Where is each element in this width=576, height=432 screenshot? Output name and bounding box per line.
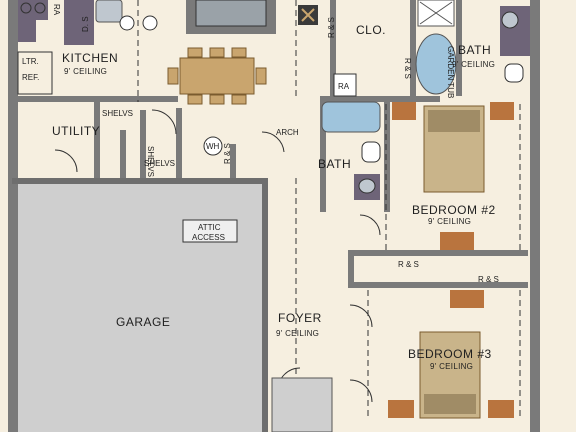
rs-label-vert-b: R & S xyxy=(327,17,336,38)
bedroom3-furniture xyxy=(388,290,514,419)
fireplace-hearth xyxy=(195,0,267,27)
hall-bath-fixtures xyxy=(321,101,381,200)
kitchen-ceiling-label: 9' CEILING xyxy=(64,67,107,76)
rs-label-vert-c: R & S xyxy=(403,58,412,79)
closet-label: CLO. xyxy=(356,23,386,37)
rs-label-b: R & S xyxy=(478,275,499,284)
master-bath-label: BATH xyxy=(458,43,491,57)
dashed-lines xyxy=(137,0,521,432)
bedroom2-ceiling-label: 9' CEILING xyxy=(428,217,471,226)
ra-label: RA xyxy=(338,82,350,91)
foyer-label: FOYER xyxy=(278,311,322,325)
sink xyxy=(95,0,123,23)
water-heater-label: WH xyxy=(206,142,220,151)
attic-access-box xyxy=(182,219,238,243)
closet-ra-box xyxy=(333,73,357,97)
interior-walls xyxy=(94,0,528,288)
attic-access-label-2: ACCESS xyxy=(192,233,225,242)
dishwasher-label: D. S xyxy=(81,16,90,32)
shelves-label-b: SHELVS xyxy=(146,146,155,177)
foyer-ceiling-label: 9' CEILING xyxy=(276,329,319,338)
foyer-entry xyxy=(271,377,333,432)
arch-label: ARCH xyxy=(276,128,299,137)
ltr-label: LTR. xyxy=(22,57,39,66)
stove-burner-icon xyxy=(20,2,32,14)
door-swings xyxy=(54,109,381,403)
barstool-icon xyxy=(142,15,158,31)
dining-set xyxy=(167,47,267,105)
ref-label: REF. xyxy=(22,73,39,82)
bedroom2-furniture xyxy=(392,102,514,250)
range-label: RA xyxy=(52,4,61,16)
vent-icon-mark xyxy=(301,8,315,22)
attic-access-label-1: ATTIC xyxy=(198,223,221,232)
stove-burner-icon xyxy=(34,2,46,14)
master-bath-fixtures xyxy=(415,0,530,95)
hall-bath-label: BATH xyxy=(318,157,351,171)
rs-label-vert-a: R & S xyxy=(223,143,232,164)
bedroom3-label: BEDROOM #3 xyxy=(408,347,492,361)
garage-label: GARAGE xyxy=(116,315,170,329)
garage-area xyxy=(12,178,268,432)
rs-label-a: R & S xyxy=(398,260,419,269)
kitchen-counters xyxy=(18,0,94,45)
utility-label: UTILITY xyxy=(52,124,100,138)
shelves-label-a: SHELVS xyxy=(102,109,133,118)
refrigerator xyxy=(17,51,53,95)
master-bath-ceiling-label: 9' CEILING xyxy=(452,60,495,69)
barstool-icon xyxy=(119,15,135,31)
kitchen-label: KITCHEN xyxy=(62,51,118,65)
bedroom3-ceiling-label: 9' CEILING xyxy=(430,362,473,371)
bedroom2-label: BEDROOM #2 xyxy=(412,203,496,217)
water-heater-icon xyxy=(203,136,223,156)
shelves-label-c: SHELVS xyxy=(144,159,175,168)
garden-tub-label: GARDEN TUB xyxy=(446,46,455,98)
